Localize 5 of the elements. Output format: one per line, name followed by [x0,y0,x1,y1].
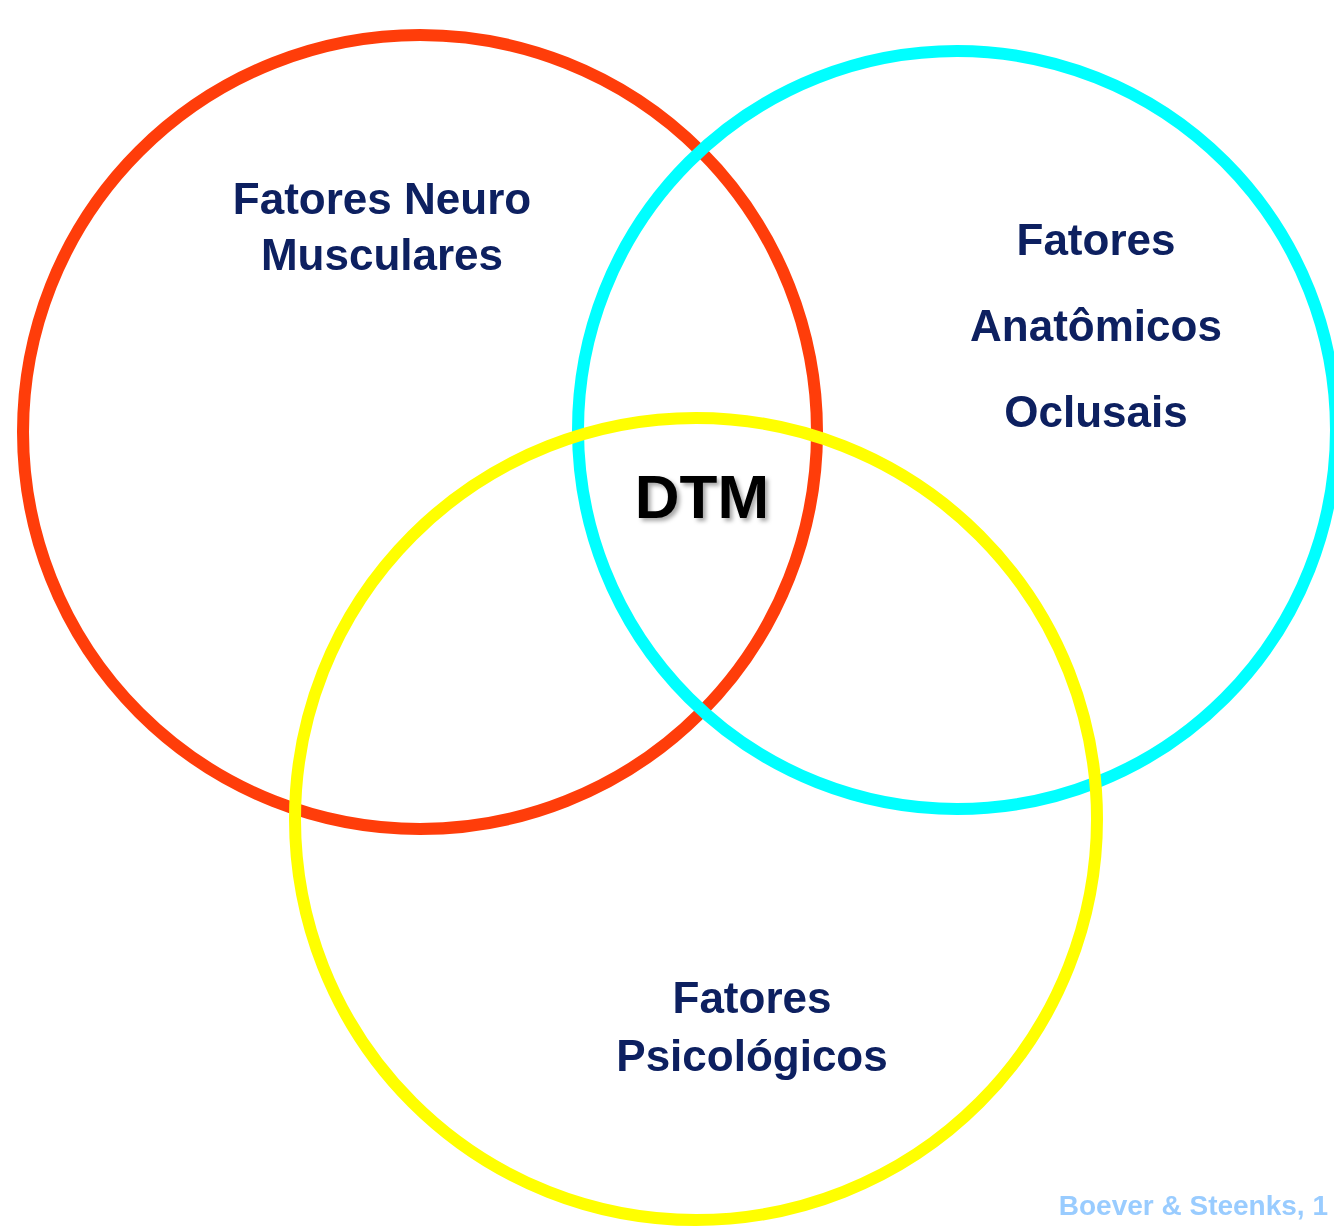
circle-label: Fatores Anatômicos Oclusais [969,214,1223,438]
circle-label: Fatores Neuro Musculares [231,173,533,281]
citation-text: Boever & Steenks, 1 [1058,1189,1328,1223]
circle-label: Fatores Psicológicos [615,972,889,1082]
center-label: DTM [633,461,771,533]
